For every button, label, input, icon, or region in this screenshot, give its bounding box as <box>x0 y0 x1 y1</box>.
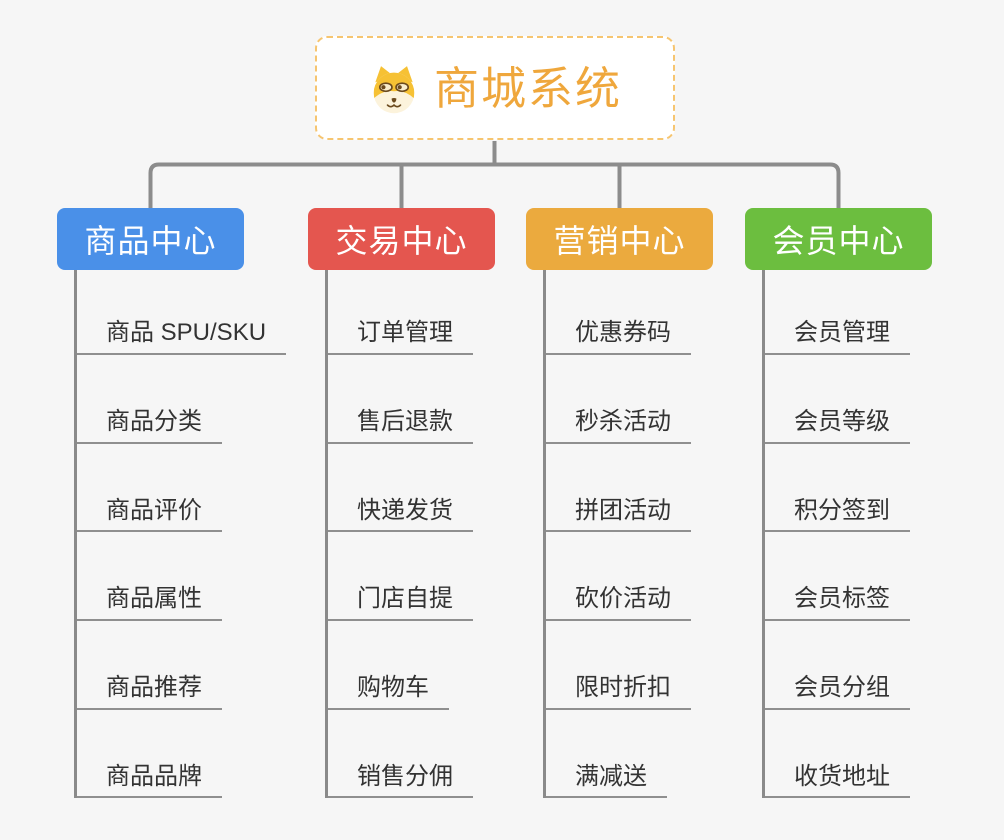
root-node[interactable]: 商城系统 <box>315 36 675 140</box>
leaf-item[interactable]: 满减送 <box>546 763 667 799</box>
branch-header[interactable]: 营销中心 <box>526 208 713 270</box>
leaf-row: 会员分组 <box>765 621 910 710</box>
branch-children: 优惠券码 秒杀活动 拼团活动 砍价活动 限时折扣 满减送 <box>543 270 691 799</box>
branch-rail-connector <box>148 162 841 209</box>
leaf-row: 积分签到 <box>765 444 910 533</box>
leaf-row: 商品推荐 <box>77 621 286 710</box>
branch-marketing-center: 营销中心 优惠券码 秒杀活动 拼团活动 砍价活动 限时折扣 满减送 <box>526 208 713 799</box>
leaf-row: 商品评价 <box>77 444 286 533</box>
branch-children: 订单管理 售后退款 快递发货 门店自提 购物车 销售分佣 <box>325 270 473 799</box>
leaf-item[interactable]: 限时折扣 <box>546 674 691 710</box>
leaf-item[interactable]: 商品评价 <box>77 497 222 533</box>
leaf-row: 会员管理 <box>765 270 910 355</box>
leaf-item[interactable]: 优惠券码 <box>546 319 691 355</box>
leaf-row: 商品品牌 <box>77 710 286 799</box>
branch-member-center: 会员中心 会员管理 会员等级 积分签到 会员标签 会员分组 收货地址 <box>745 208 932 799</box>
leaf-row: 门店自提 <box>328 532 473 622</box>
leaf-item[interactable]: 秒杀活动 <box>546 408 691 444</box>
leaf-row: 商品 SPU/SKU <box>77 270 287 355</box>
branch-children: 会员管理 会员等级 积分签到 会员标签 会员分组 收货地址 <box>762 270 910 799</box>
branch-header[interactable]: 商品中心 <box>57 208 244 270</box>
root-title: 商城系统 <box>433 62 622 114</box>
leaf-item[interactable]: 商品属性 <box>77 585 222 622</box>
leaf-item[interactable]: 商品 SPU/SKU <box>77 319 287 355</box>
leaf-row: 优惠券码 <box>546 270 691 355</box>
leaf-row: 商品属性 <box>77 532 286 622</box>
leaf-row: 砍价活动 <box>546 532 691 622</box>
leaf-row: 会员标签 <box>765 532 910 622</box>
leaf-item[interactable]: 拼团活动 <box>546 497 691 533</box>
leaf-item[interactable]: 快递发货 <box>328 497 473 533</box>
branch-product-center: 商品中心 商品 SPU/SKU 商品分类 商品评价 商品属性 商品推荐 商品品牌 <box>57 208 287 799</box>
leaf-row: 收货地址 <box>765 710 910 799</box>
leaf-row: 售后退款 <box>328 355 473 444</box>
leaf-item[interactable]: 购物车 <box>328 674 449 710</box>
leaf-item[interactable]: 订单管理 <box>328 319 473 355</box>
leaf-row: 满减送 <box>546 710 691 799</box>
dog-face-icon <box>368 62 420 114</box>
leaf-item[interactable]: 会员等级 <box>765 408 910 444</box>
leaf-item[interactable]: 售后退款 <box>328 408 473 444</box>
branch-children: 商品 SPU/SKU 商品分类 商品评价 商品属性 商品推荐 商品品牌 <box>74 270 287 799</box>
branch-header[interactable]: 交易中心 <box>308 208 495 270</box>
leaf-row: 购物车 <box>328 621 473 710</box>
leaf-row: 限时折扣 <box>546 621 691 710</box>
leaf-item[interactable]: 销售分佣 <box>328 763 473 799</box>
leaf-item[interactable]: 会员分组 <box>765 674 910 710</box>
leaf-item[interactable]: 商品推荐 <box>77 674 222 710</box>
leaf-item[interactable]: 积分签到 <box>765 497 910 533</box>
leaf-item[interactable]: 门店自提 <box>328 585 473 622</box>
branch-header[interactable]: 会员中心 <box>745 208 932 270</box>
leaf-item[interactable]: 会员管理 <box>765 319 910 355</box>
leaf-item[interactable]: 砍价活动 <box>546 585 691 622</box>
leaf-row: 秒杀活动 <box>546 355 691 444</box>
leaf-row: 订单管理 <box>328 270 473 355</box>
leaf-item[interactable]: 收货地址 <box>765 763 910 799</box>
leaf-item[interactable]: 会员标签 <box>765 585 910 622</box>
leaf-row: 商品分类 <box>77 355 286 444</box>
branch-trade-center: 交易中心 订单管理 售后退款 快递发货 门店自提 购物车 销售分佣 <box>308 208 495 799</box>
leaf-item[interactable]: 商品分类 <box>77 408 222 444</box>
leaf-row: 销售分佣 <box>328 710 473 799</box>
leaf-item[interactable]: 商品品牌 <box>77 763 222 799</box>
leaf-row: 拼团活动 <box>546 444 691 533</box>
leaf-row: 快递发货 <box>328 444 473 533</box>
leaf-row: 会员等级 <box>765 355 910 444</box>
